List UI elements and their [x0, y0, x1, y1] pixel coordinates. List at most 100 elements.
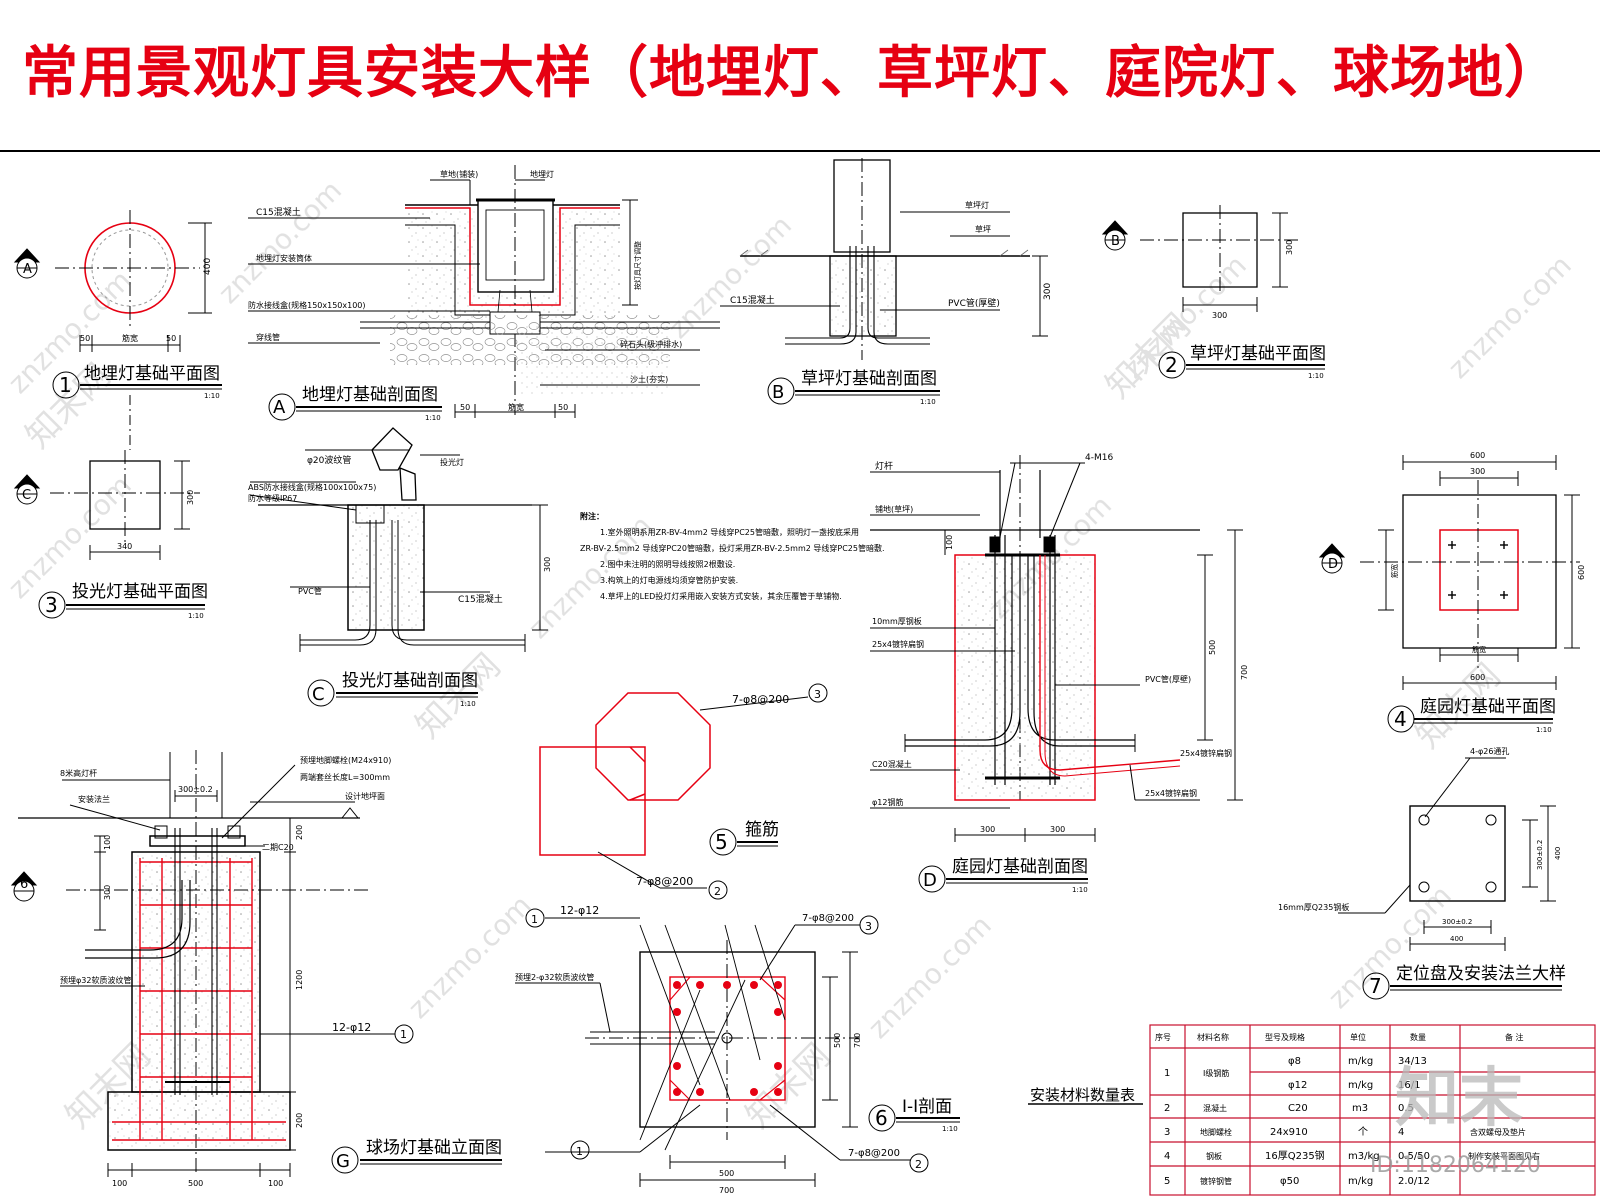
- table-cell: 4: [1398, 1127, 1404, 1138]
- image-id: ID:1182064120: [1370, 1153, 1541, 1178]
- table-header-cell: 备 注: [1505, 1032, 1524, 1042]
- view-number: 6: [875, 1106, 888, 1130]
- dim-label: 500: [719, 1169, 734, 1178]
- table-cell: m/kg: [1348, 1176, 1373, 1187]
- table-cell: 16/1: [1398, 1080, 1420, 1091]
- table-cell: 镀锌钢管: [1200, 1176, 1232, 1186]
- view-scale: 1:10: [1308, 372, 1324, 380]
- label: 预埋φ32软质波纹管: [60, 975, 131, 985]
- view-number: C: [312, 684, 325, 705]
- notes-block: 附注： 1.室外照明系用ZR-BV-4mm2 导线穿PC25管暗敷，照明灯一盏按…: [580, 511, 885, 601]
- view-g-title: G 球场灯基础立面图: [331, 1138, 502, 1174]
- view-3-plan: [13, 450, 200, 560]
- view-a-title: A 地埋灯基础剖面图 1:10: [268, 385, 442, 422]
- table-row: φ12 m/kg 16/1: [1288, 1080, 1420, 1091]
- table-cell: 3: [1164, 1127, 1170, 1138]
- dim-label: 100: [268, 1179, 283, 1188]
- title-band: 常用景观灯具安装大样（地埋灯、草坪灯、庭院灯、球场地）: [0, 0, 1600, 152]
- table-header: 序号 材料名称 型号及规格 单位 数量 备 注: [1155, 1032, 1524, 1042]
- view-title: 地埋灯基础平面图: [84, 364, 220, 384]
- view-title: I-I剖面: [902, 1097, 952, 1117]
- view-6-section: [515, 908, 929, 1187]
- label: 两端套丝长度L=300mm: [300, 772, 390, 782]
- view-title: 箍筋: [745, 820, 779, 840]
- section-marker-d: D: [1328, 557, 1338, 572]
- dim-label: 50: [460, 403, 470, 412]
- dim-label: 300: [543, 557, 552, 572]
- label: 沙土(夯实): [630, 374, 668, 384]
- table-caption: 安装材料数量表: [1030, 1086, 1135, 1104]
- label: 按灯具尺寸调整: [633, 241, 642, 290]
- table-cell: 16厚Q235钢: [1265, 1149, 1325, 1162]
- dim-label: 100: [945, 535, 954, 550]
- dim-label: 100: [103, 835, 112, 850]
- table-header-cell: 型号及规格: [1265, 1032, 1305, 1042]
- dim-label: 300: [1470, 467, 1485, 476]
- view-number: D: [923, 870, 937, 891]
- label: 12-φ12: [332, 1021, 371, 1034]
- table-cell: 34/13: [1398, 1056, 1427, 1067]
- dim-label: 500: [1208, 640, 1217, 655]
- dim-label: 300: [1050, 825, 1065, 834]
- label: ABS防水接线盒(规格100x100x75): [248, 482, 376, 492]
- dim-label: 600: [1470, 451, 1485, 460]
- dim-label: 300±0.2: [1536, 840, 1544, 870]
- table-cell: 0.5: [1398, 1103, 1414, 1114]
- view-title: 定位盘及安装法兰大样: [1396, 964, 1566, 984]
- view-6-title: 6 I-I剖面 1:10: [868, 1097, 960, 1133]
- dim-label: 100: [112, 1179, 127, 1188]
- view-title: 投光灯基础剖面图: [342, 671, 478, 691]
- label: 穿线管: [256, 332, 280, 342]
- table-header-cell: 序号: [1155, 1032, 1171, 1042]
- dim-label: 500: [833, 1033, 842, 1048]
- materials-table: [1149, 1024, 1596, 1196]
- view-b-section: [720, 158, 1048, 360]
- note-line: 1.室外照明系用ZR-BV-4mm2 导线穿PC25管暗敷，照明灯一盏按底采用: [600, 527, 859, 537]
- label: 防水等级IP67: [248, 493, 297, 503]
- watermark: znzmo.com: [402, 889, 538, 1025]
- view-title: 庭园灯基础剖面图: [952, 857, 1088, 877]
- label: 10mm厚钢板: [872, 616, 922, 626]
- dim-label: 700: [719, 1186, 734, 1195]
- table-cell: 含双螺母及垫片: [1470, 1127, 1526, 1137]
- note-line: ZR-BV-2.5mm2 导线穿PC20管暗敷，投灯采用ZR-BV-2.5mm2…: [580, 543, 885, 553]
- label: C20混凝土: [872, 759, 912, 769]
- dim-label: 300±0.2: [1442, 918, 1472, 926]
- section-marker-6: 6: [20, 877, 28, 892]
- dim-label: 50: [558, 403, 568, 412]
- view-scale: 1:10: [1536, 726, 1552, 734]
- label: 4-M16: [1085, 453, 1113, 463]
- view-1-title: 1 地埋灯基础平面图 1:10: [52, 364, 222, 400]
- dim-label: 600: [1577, 565, 1586, 580]
- table-cell: φ8: [1288, 1056, 1301, 1067]
- label: 铺地(草坪): [875, 504, 913, 514]
- watermark: 知末网: [408, 646, 508, 746]
- view-scale: 1:10: [425, 414, 441, 422]
- view-number: 3: [45, 593, 58, 617]
- note-line: 2.图中未注明的照明导线按照2根敷设.: [600, 559, 735, 569]
- table-cell: 0.5/50: [1398, 1151, 1430, 1162]
- table-row: 3 地脚螺栓 24x910 个 4 含双螺母及垫片: [1164, 1126, 1526, 1138]
- label: 预埋地脚螺栓(M24x910): [300, 755, 391, 765]
- table-cell: m3/kg: [1348, 1151, 1380, 1162]
- label: 12-φ12: [560, 904, 599, 917]
- view-scale: 1:10: [204, 392, 220, 400]
- label: 设计地坪面: [345, 791, 385, 801]
- label: 3: [865, 920, 872, 933]
- dim-label: 300: [1212, 311, 1227, 320]
- view-number: A: [273, 397, 286, 418]
- table-row: 5 镀锌钢管 φ50 m/kg 2.0/12: [1164, 1176, 1430, 1187]
- label: PVC管: [298, 586, 322, 596]
- view-title: 地埋灯基础剖面图: [302, 385, 438, 405]
- view-number: B: [772, 382, 784, 403]
- view-g-elevation: [10, 750, 414, 1177]
- label: 地埋灯安装筒体: [256, 253, 312, 263]
- dim-label: 300: [980, 825, 995, 834]
- view-c-title: C 投光灯基础剖面图 1:10: [307, 671, 478, 708]
- dim-label: 300: [1043, 283, 1053, 300]
- table-row: 4 钢板 16厚Q235钢 m3/kg 0.5/50 制作安装平面图见右: [1164, 1149, 1540, 1162]
- table-cell: 混凝土: [1203, 1103, 1227, 1113]
- label: 草坪灯: [965, 200, 989, 210]
- dim-label: 筋宽: [122, 333, 138, 343]
